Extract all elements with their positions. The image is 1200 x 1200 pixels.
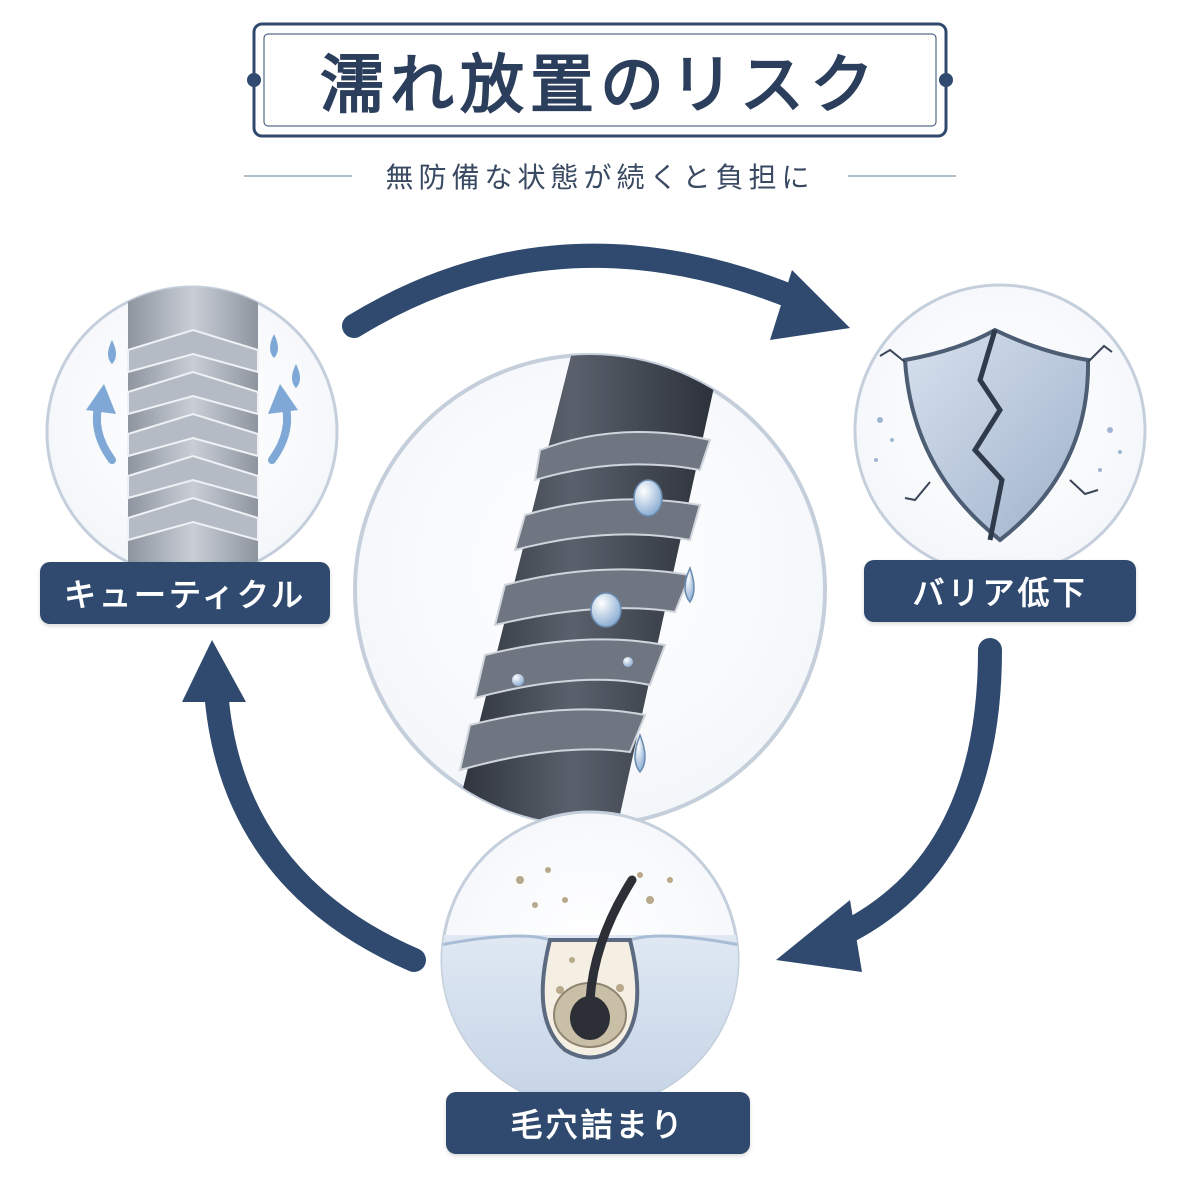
arrow-left: [204, 678, 426, 972]
arrow-left-head: [182, 640, 246, 702]
arrow-right-head: [776, 900, 862, 972]
center-hair-illustration: [353, 353, 827, 827]
title-box: 濡れ放置のリスク: [254, 24, 946, 136]
label-pore: 毛穴詰まり: [446, 1092, 750, 1154]
water-drop-icon: [108, 340, 116, 364]
crack-line: [971, 329, 1005, 541]
water-drop: [634, 732, 646, 774]
arrow-right: [818, 638, 1002, 952]
water-drop: [590, 592, 622, 628]
cuticle-illustration: [45, 285, 339, 579]
water-drop: [623, 657, 633, 667]
water-drop-icon: [270, 334, 278, 358]
arrow-top: [342, 243, 812, 338]
water-drop: [512, 674, 524, 686]
title-frame: [247, 22, 953, 138]
arrow-top-head: [770, 270, 850, 340]
label-barrier: バリア低下: [864, 560, 1136, 622]
water-drop-icon: [292, 364, 300, 388]
pore-illustration: [440, 810, 740, 1110]
page-subtitle: 無防備な状態が続くと負担に: [385, 161, 815, 194]
cycle-arrows: [204, 243, 1002, 972]
title-ornament-right: [939, 73, 953, 87]
barrier-illustration: [853, 283, 1147, 577]
title-ornament-left: [247, 73, 261, 87]
shield-icon: [902, 327, 1091, 543]
label-cuticle: キューティクル: [40, 562, 330, 624]
hair-shaft: [585, 875, 637, 1005]
water-drop: [684, 566, 695, 604]
page-title: 濡れ放置のリスク: [320, 48, 880, 123]
water-drop: [633, 479, 663, 517]
